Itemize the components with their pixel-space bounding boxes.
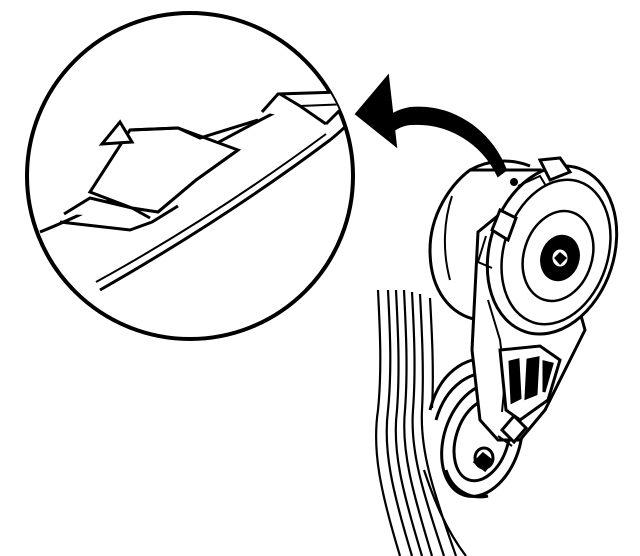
curved-arrow-icon bbox=[354, 73, 508, 178]
drive-belt bbox=[374, 289, 467, 556]
belt-tensioner-pulley bbox=[428, 156, 619, 447]
detail-view bbox=[25, 11, 355, 341]
triangle-alignment-mark bbox=[98, 119, 135, 146]
